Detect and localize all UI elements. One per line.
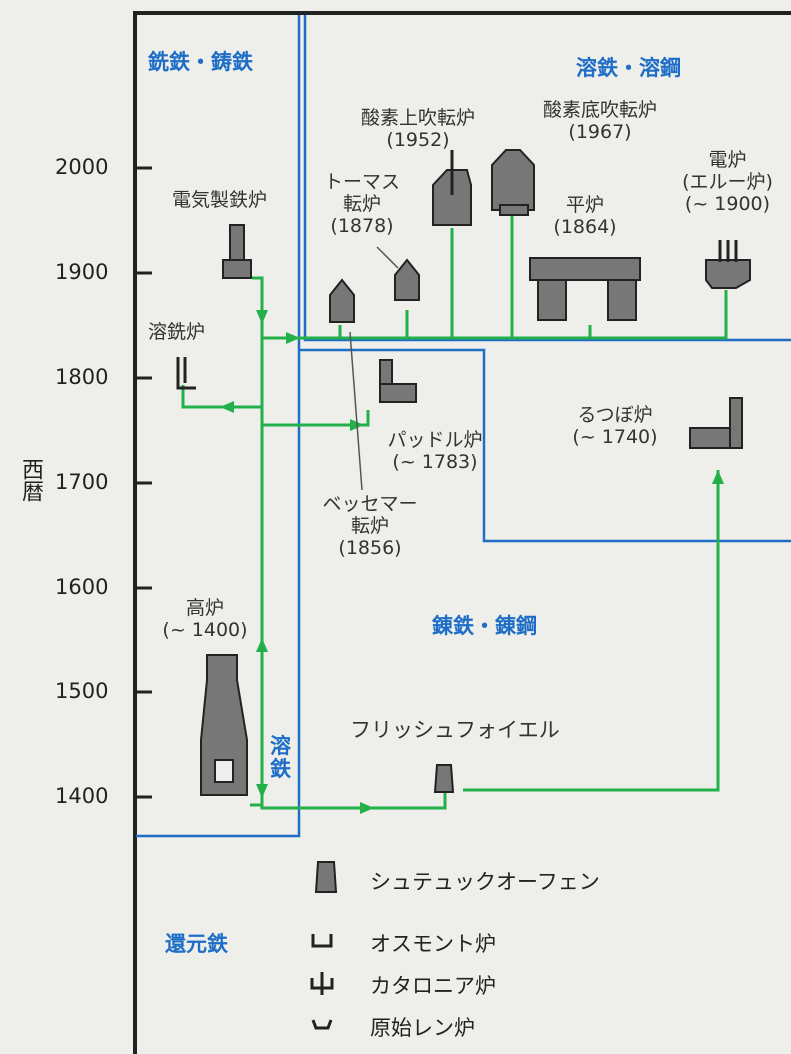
frame-border — [133, 11, 791, 1054]
region-wrought-label: 錬鉄・錬鋼 — [432, 614, 537, 638]
electric-smelting-furnace-icon — [222, 224, 252, 279]
oxygen-bottom-label: 酸素底吹転炉(1967) — [542, 99, 657, 143]
leader-lines — [349, 246, 399, 491]
thomas-converter-icon — [394, 258, 420, 301]
tick-label: 1400 — [55, 784, 109, 808]
bessemer-label: ベッセマー転炉(1856) — [322, 493, 418, 559]
tick-label: 1800 — [55, 365, 109, 389]
oxygen-bottom-converter-icon — [491, 149, 535, 216]
tick-label: 1600 — [55, 575, 109, 599]
region-molten-border — [303, 15, 791, 342]
tick-label: 1700 — [55, 470, 109, 494]
electric-smelting-label: 電気製鉄炉 — [172, 189, 268, 211]
electric-arc-furnace-icon — [705, 240, 751, 289]
tick-label: 2000 — [55, 155, 109, 179]
cupola-furnace-icon — [176, 357, 196, 390]
crucible-label: るつぼ炉(~ 1740) — [572, 404, 658, 448]
molten-iron-vertical-label: 溶鉄 — [270, 734, 291, 782]
axis-label: 西暦 — [18, 458, 43, 502]
blast-furnace-icon — [200, 654, 248, 796]
electric-arc-label: 電炉(エルー炉)(~ 1900) — [682, 149, 773, 215]
crucible-furnace-icon — [689, 397, 743, 449]
region-molten-label: 溶鉄・溶鋼 — [576, 56, 681, 80]
region-wrought-border — [299, 348, 791, 543]
open-hearth-furnace-icon — [529, 257, 641, 321]
flow-lines — [181, 215, 728, 810]
bloomery-legend-icon — [311, 1019, 333, 1030]
puddling-label: パッドル炉(~ 1783) — [387, 429, 483, 473]
legend-item: 原始レン炉 — [370, 1016, 475, 1040]
blast-furnace-label: 高炉(~ 1400) — [162, 597, 248, 641]
open-hearth-label: 平炉(1864) — [553, 194, 617, 238]
tick-label: 1900 — [55, 260, 109, 284]
finery-furnace-icon — [433, 764, 455, 793]
catalan-legend-icon — [310, 972, 334, 995]
stuckofen-legend-icon — [314, 861, 338, 893]
finery-label: フリッシュフォイエル — [350, 718, 560, 742]
region-pig-cast-label: 銑鉄・鋳鉄 — [148, 50, 253, 74]
thomas-label: トーマス転炉(1878) — [323, 171, 400, 237]
tick-label: 1500 — [55, 679, 109, 703]
region-reduced-label: 還元鉄 — [165, 932, 228, 956]
legend-item: オスモント炉 — [370, 932, 496, 956]
osmund-legend-icon — [311, 934, 333, 948]
puddling-furnace-icon — [379, 359, 417, 403]
legend-item: シュテュックオーフェン — [370, 870, 600, 894]
axis-ticks — [136, 166, 152, 799]
oxygen-top-label: 酸素上吹転炉(1952) — [360, 107, 475, 151]
legend-item: カタロニア炉 — [370, 974, 496, 998]
cupola-label: 溶銑炉 — [148, 321, 206, 343]
bessemer-converter-icon — [329, 278, 355, 323]
oxygen-top-converter-icon — [432, 150, 472, 226]
region-pig-cast-border — [136, 15, 301, 838]
